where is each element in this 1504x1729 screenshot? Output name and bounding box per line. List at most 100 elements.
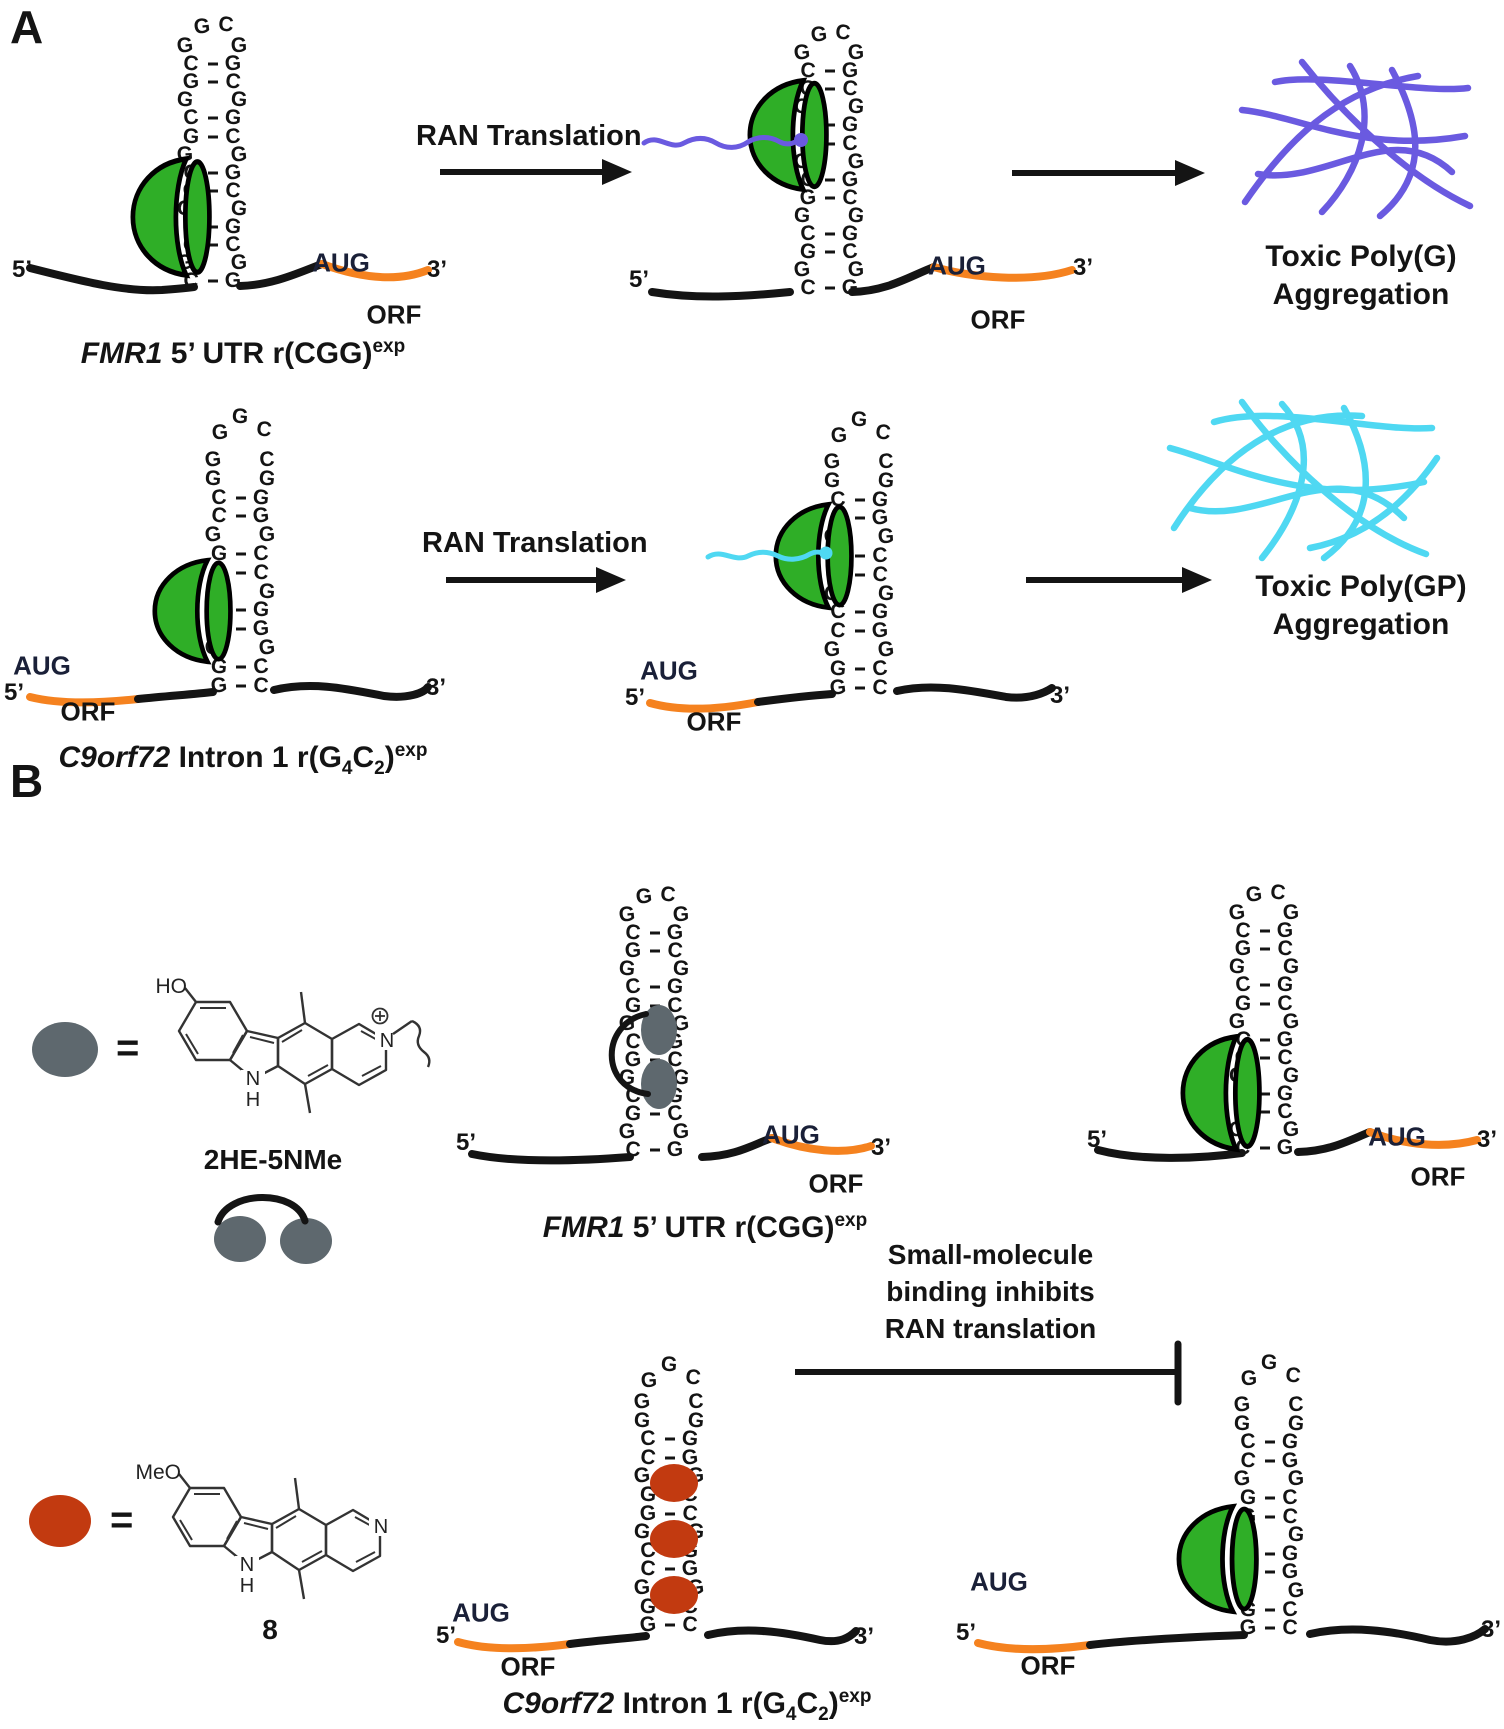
base-pair-bond [855, 610, 865, 614]
ribosome [1180, 1033, 1262, 1153]
label-sup: exp [372, 336, 406, 357]
nucleotide: G [1240, 1366, 1258, 1391]
base-pair-bond [855, 629, 865, 633]
fmr1-construct-label-b: FMR1 5’ UTR r(CGG)exp [505, 1210, 905, 1245]
nucleotide: G [659, 1352, 679, 1377]
panel-b-label: B [10, 755, 44, 807]
base-pair-bond [650, 931, 660, 935]
label-text: C [796, 1687, 819, 1720]
fmr1-construct-label-a: FMR1 5’ UTR r(CGG)exp [43, 336, 443, 371]
label-text: ) [384, 741, 395, 774]
base-pair-bond [208, 135, 218, 138]
ribosome [1176, 1503, 1259, 1615]
nucleotide: C [684, 1365, 702, 1390]
base-pair-bond [208, 225, 218, 229]
nucleotide: C [681, 1612, 699, 1637]
nucleotide: G [1238, 1615, 1258, 1640]
base-pair-bond [1265, 1515, 1275, 1519]
aug-start-codon-label: AUG [970, 1566, 1028, 1597]
nucleotide: G [841, 275, 859, 300]
nucleotide: G [809, 22, 829, 47]
toxic-poly-gp-label: Toxic Poly(GP) Aggregation [1206, 568, 1504, 644]
three-prime-label: 3’ [1476, 1126, 1498, 1153]
base-pair-bond [825, 196, 835, 200]
inhibition-caption: Small-molecule binding inhibits RAN tran… [838, 1236, 1143, 1347]
base-pair-bond [1260, 947, 1270, 951]
base-pair-bond [208, 243, 218, 247]
pyrrole-nitrogen: N [246, 1068, 260, 1090]
base-pair-bond [208, 116, 218, 120]
bound-gray-molecule [641, 1004, 677, 1055]
label-sub: 2 [374, 758, 385, 779]
base-pair-bond [665, 1623, 675, 1627]
ring-substituent: MeO [135, 1461, 181, 1484]
gray-molecule-swatch [32, 1022, 98, 1077]
base-pair-bond [1260, 1092, 1270, 1096]
base-pair-bond [855, 667, 865, 671]
label-sup: exp [394, 740, 428, 761]
base-pair-bond [825, 178, 835, 182]
label-text: Intron 1 r(G [614, 1687, 786, 1720]
equals-sign-1: = [116, 1026, 140, 1070]
base-pair-bond [665, 1567, 675, 1571]
ran-translation-label-1: RAN Translation [416, 120, 642, 152]
five-prime-label: 5’ [624, 684, 646, 711]
pyrrole-nh-hydrogen: H [246, 1089, 260, 1111]
base-pair-bond [650, 1148, 660, 1152]
base-pair-bond [1260, 1002, 1270, 1005]
aug-start-codon-label: AUG [640, 655, 698, 686]
gene-name: C9orf72 [502, 1687, 615, 1720]
orf-label: ORF [500, 1651, 556, 1682]
three-prime-label: 3’ [1480, 1616, 1502, 1643]
label-text: ) [828, 1687, 839, 1720]
nucleotide: C [252, 672, 270, 698]
base-pair-bond [665, 1456, 675, 1460]
base-pair-bond [855, 516, 865, 520]
gene-name: C9orf72 [58, 741, 171, 774]
nucleotide: G [230, 404, 250, 429]
toxic-poly-g-line1: Toxic Poly(G) [1265, 240, 1457, 273]
three-prime-label: 3’ [426, 256, 448, 283]
base-pair-bond [236, 627, 246, 631]
base-pair-bond [236, 608, 246, 612]
nucleotide: G [666, 1137, 684, 1162]
base-pair-bond [650, 1112, 660, 1116]
base-pair-bond [825, 87, 835, 91]
toxic-poly-g-label: Toxic Poly(G) Aggregation [1206, 238, 1504, 314]
base-pair-bond [825, 142, 835, 145]
toxic-poly-g-line2: Aggregation [1272, 278, 1450, 311]
red-molecule-swatch [29, 1495, 91, 1547]
label-sub: 4 [785, 1704, 797, 1725]
gene-name: FMR1 [542, 1211, 625, 1244]
base-pair-bond [650, 985, 660, 989]
base-pair-bond [855, 573, 865, 577]
compound2-name: 8 [262, 1614, 278, 1645]
label-sub: 2 [818, 1704, 829, 1725]
pyrrole-nh-hydrogen: H [240, 1575, 254, 1597]
base-pair-bond [208, 279, 218, 283]
five-prime-label: 5’ [435, 1622, 457, 1649]
label-text: C [352, 741, 375, 774]
five-prime-label: 5’ [1086, 1126, 1108, 1153]
base-pair-bond [825, 123, 835, 127]
base-pair-bond [825, 286, 835, 290]
nucleotide: G [830, 423, 848, 448]
orf-label: ORF [366, 299, 422, 330]
base-pair-bond [825, 250, 835, 254]
base-pair-bond [1265, 1440, 1275, 1444]
orf-label: ORF [60, 696, 116, 727]
five-prime-label: 5’ [628, 266, 650, 293]
panel-a-label: A [10, 1, 44, 53]
label-sub: 4 [341, 758, 353, 779]
nucleotide: C [874, 420, 892, 445]
nucleotide: C [1281, 1615, 1299, 1640]
aug-start-codon-label: AUG [1368, 1121, 1426, 1152]
nucleotide: G [211, 420, 229, 445]
nucleotide: C [1284, 1363, 1302, 1388]
